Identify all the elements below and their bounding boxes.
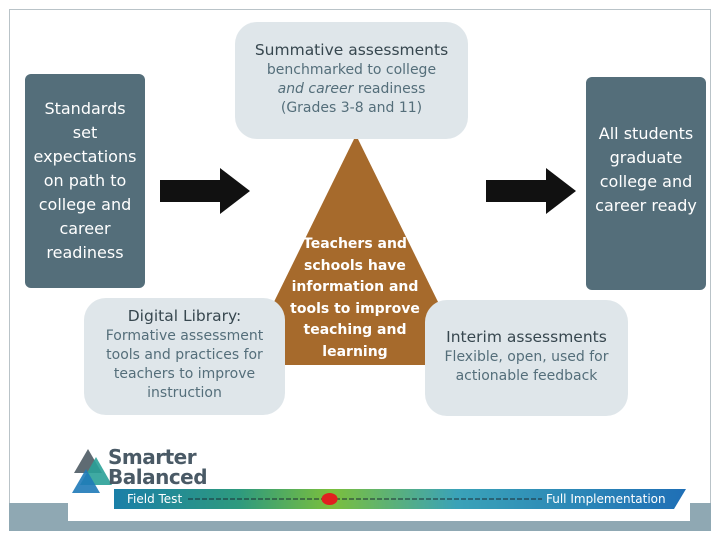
timeline-progress-marker [321,493,338,505]
summative-line-2-italic: and career [277,81,354,97]
interim-title: Interim assessments [446,328,607,346]
logo-line-1: Smarter [108,445,197,469]
standards-text: Standards set expectations on path to co… [33,99,137,262]
summative-line-2: and career readiness [235,80,468,99]
arrow-right-icon [486,168,576,214]
timeline-start-label: Field Test [127,492,183,506]
timeline-end-label: Full Implementation [546,492,666,506]
logo-line-2: Balanced [108,465,208,489]
summative-line-1: benchmarked to college [266,62,437,78]
summative-line-3: (Grades 3-8 and 11) [280,100,423,116]
interim-body: Flexible, open, used for actionable feed… [444,349,609,384]
triangle-shape [243,135,469,365]
summative-box: Summative assessments benchmarked to col… [235,22,468,139]
logo-wordmark: Smarter Balanced [108,445,208,489]
outcome-box: All students graduate college and career… [586,77,706,290]
outcome-text: All students graduate college and career… [595,123,697,215]
smarter-balanced-logo-icon [72,449,112,493]
summative-line-2-rest: readiness [353,81,426,97]
triangle-text: Teachers and schools have information an… [290,236,420,360]
timeline-bar [114,489,686,509]
summative-title: Summative assessments [254,41,449,59]
center-triangle [243,135,469,365]
digital-library-body: Formative assessment tools and practices… [105,328,264,401]
digital-library-title: Digital Library: [127,307,242,325]
interim-box: Interim assessments Flexible, open, used… [425,300,628,416]
arrow-right-icon [160,168,250,214]
standards-box: Standards set expectations on path to co… [25,74,145,288]
digital-library-box: Digital Library: Formative assessment to… [84,298,285,415]
